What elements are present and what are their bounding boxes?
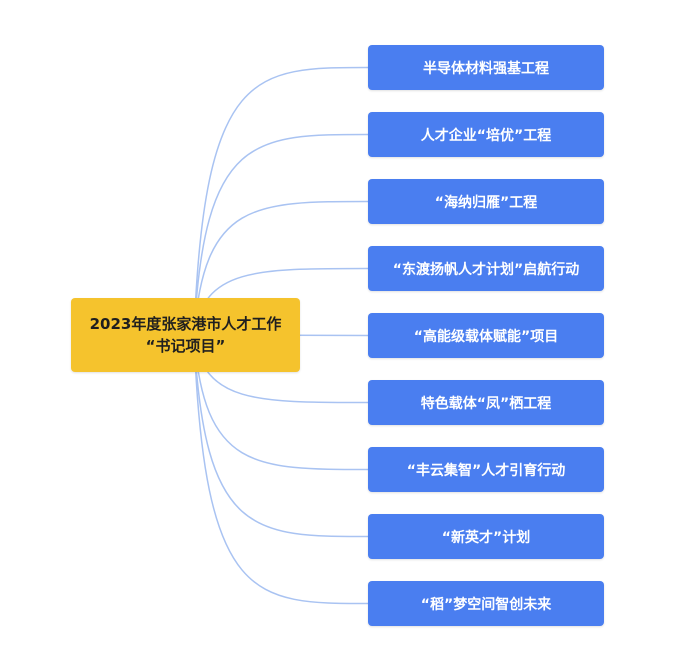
root-topic-title: 2023年度张家港市人才工作 [89,315,282,333]
branch-label: 人才企业“培优”工程 [420,127,552,144]
branch-node-5[interactable]: “高能级载体赋能”项目 [368,313,604,358]
root-topic[interactable]: 2023年度张家港市人才工作 “书记项目” [71,298,300,372]
branch-node-8[interactable]: “新英才”计划 [368,514,604,559]
branch-label: “新英才”计划 [441,529,531,546]
branch-label: “丰云集智”人才引育行动 [406,462,566,479]
branch-label: 特色载体“凤”栖工程 [420,395,552,412]
branch-node-2[interactable]: 人才企业“培优”工程 [368,112,604,157]
branch-node-7[interactable]: “丰云集智”人才引育行动 [368,447,604,492]
root-topic-subtitle: “书记项目” [145,337,226,355]
branch-node-3[interactable]: “海纳归雁”工程 [368,179,604,224]
branch-label: “稻”梦空间智创未来 [420,596,552,613]
branch-label: “海纳归雁”工程 [434,194,538,211]
branch-node-9[interactable]: “稻”梦空间智创未来 [368,581,604,626]
connector-line-9 [193,334,369,605]
branch-node-1[interactable]: 半导体材料强基工程 [368,45,604,90]
branch-label: “东渡扬帆人才计划”启航行动 [392,261,580,278]
branch-node-4[interactable]: “东渡扬帆人才计划”启航行动 [368,246,604,291]
connector-line-1 [193,66,369,336]
branch-node-6[interactable]: 特色载体“凤”栖工程 [368,380,604,425]
branch-label: “高能级载体赋能”项目 [413,328,559,345]
branch-label: 半导体材料强基工程 [423,60,549,77]
